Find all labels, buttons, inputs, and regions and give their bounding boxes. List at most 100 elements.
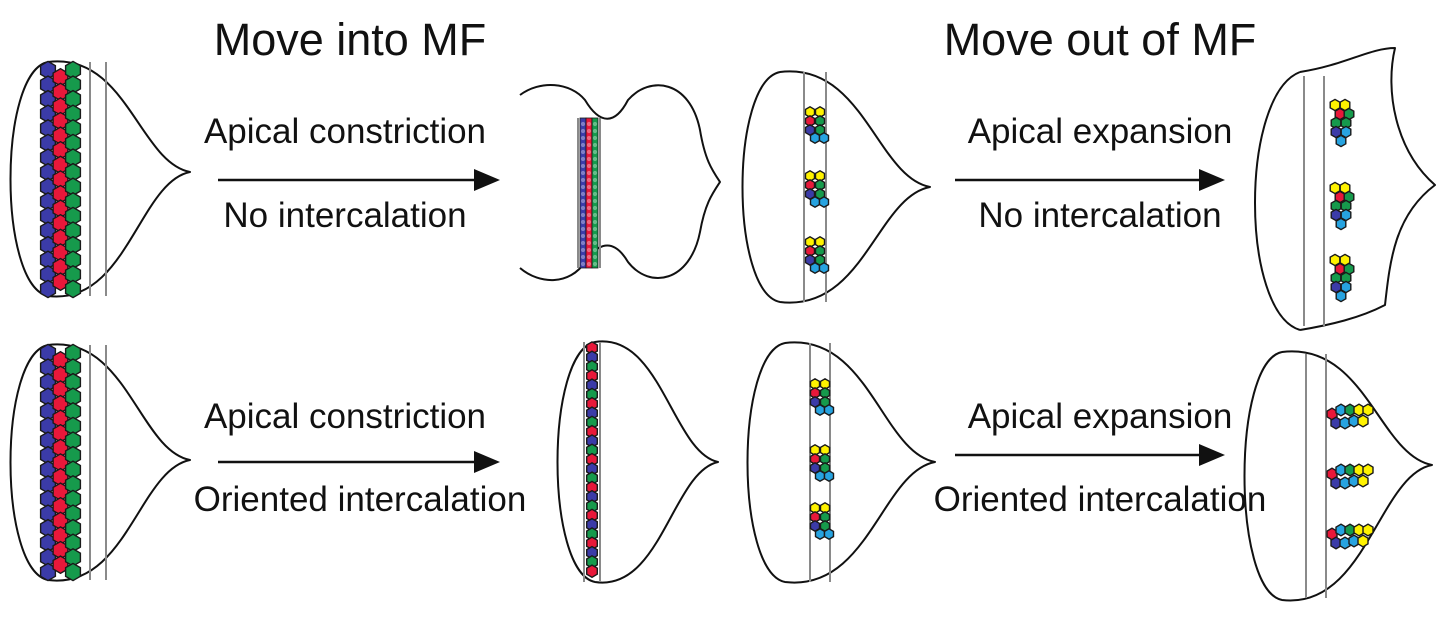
cell-nucleus <box>592 254 598 260</box>
cell-nucleus <box>580 198 586 204</box>
cluster-cell <box>818 261 830 275</box>
cell-nucleus <box>580 191 586 197</box>
cell-nucleus <box>592 163 598 169</box>
cluster-cell <box>1357 474 1369 488</box>
disc-outline <box>9 343 191 582</box>
cell-nucleus <box>580 219 586 225</box>
cluster-cell <box>1362 403 1374 417</box>
cell-column <box>591 117 599 269</box>
cell-hexagon <box>64 562 82 582</box>
cell-nucleus <box>586 163 592 169</box>
panel-into-mf-before-oriented-intercalation <box>9 343 191 582</box>
arrows <box>218 169 1225 473</box>
cell-nucleus <box>580 149 586 155</box>
cell-nucleus <box>592 142 598 148</box>
cell-nucleus <box>586 156 592 162</box>
cell-nucleus <box>592 226 598 232</box>
cell-nucleus <box>586 219 592 225</box>
label-apical-constriction-row1: Apical constriction <box>203 112 487 151</box>
panel-into-mf-before-no-intercalation <box>9 60 191 299</box>
cell-nucleus <box>586 128 592 134</box>
cell-nucleus <box>586 226 592 232</box>
cluster-cell <box>814 527 826 541</box>
cell-nucleus <box>592 135 598 141</box>
cell-nucleus <box>592 233 598 239</box>
disc-outline <box>1243 350 1433 602</box>
cell-nucleus <box>592 177 598 183</box>
arrow-head <box>1199 444 1225 466</box>
panel-into-mf-after-no-intercalation <box>519 83 721 281</box>
cell-nucleus <box>586 121 592 127</box>
cluster-cell <box>1362 523 1374 537</box>
label-apical-expansion-row1: Apical expansion <box>967 112 1233 151</box>
cell-nucleus <box>580 170 586 176</box>
disc-outline <box>519 83 721 281</box>
cluster-cell <box>1335 289 1347 303</box>
label-oriented-intercalation-out-row2: Oriented intercalation <box>933 480 1267 519</box>
cell-nucleus <box>580 254 586 260</box>
cell-nucleus <box>592 149 598 155</box>
label-no-intercalation-into-row1: No intercalation <box>223 196 467 235</box>
cell-nucleus <box>580 135 586 141</box>
cell-nucleus <box>580 240 586 246</box>
panel-into-mf-after-oriented-intercalation <box>556 340 719 584</box>
arrow-head <box>1199 169 1225 191</box>
cell-nucleus <box>580 128 586 134</box>
arrow-head <box>474 169 500 191</box>
label-oriented-intercalation-into-row2: Oriented intercalation <box>193 480 527 519</box>
disc-outline <box>741 70 931 304</box>
cell-nucleus <box>580 163 586 169</box>
cell-nucleus <box>586 135 592 141</box>
cell-nucleus <box>580 205 586 211</box>
cell-nucleus <box>592 121 598 127</box>
cell-nucleus <box>586 149 592 155</box>
cell-nucleus <box>586 142 592 148</box>
heading-move-into-mf: Move into MF <box>213 14 487 65</box>
cell-nucleus <box>580 121 586 127</box>
cell-nucleus <box>592 205 598 211</box>
cluster-cell <box>1357 414 1369 428</box>
cell-nucleus <box>586 184 592 190</box>
cell-nucleus <box>580 212 586 218</box>
cell-nucleus <box>586 233 592 239</box>
cell-nucleus <box>586 198 592 204</box>
panel-out-of-mf-before-oriented-intercalation <box>746 341 936 584</box>
arrow-head <box>474 451 500 473</box>
disc-outline <box>9 60 191 298</box>
cell-nucleus <box>592 247 598 253</box>
cell-nucleus <box>580 177 586 183</box>
disc-outline <box>556 340 719 584</box>
cluster-cell <box>1335 217 1347 231</box>
cell-nucleus <box>586 205 592 211</box>
cell-nucleus <box>580 156 586 162</box>
cluster-cell <box>1335 134 1347 148</box>
cell-nucleus <box>580 261 586 267</box>
cell-hexagon <box>586 564 598 579</box>
cell-nucleus <box>580 226 586 232</box>
disc-outline <box>746 341 936 584</box>
cell-nucleus <box>586 240 592 246</box>
cell-hexagon <box>64 279 82 299</box>
panel-out-of-mf-after-oriented-intercalation <box>1243 350 1433 602</box>
cell-nucleus <box>586 212 592 218</box>
cluster-cell <box>814 403 826 417</box>
cluster-cell <box>1357 534 1369 548</box>
cell-nucleus <box>592 156 598 162</box>
cell-nucleus <box>592 191 598 197</box>
disc-outline <box>1254 47 1436 331</box>
cluster-cell <box>809 261 821 275</box>
panel-out-of-mf-before-no-intercalation <box>741 70 931 304</box>
cell-nucleus <box>592 219 598 225</box>
cell-nucleus <box>592 184 598 190</box>
cluster-cell <box>809 195 821 209</box>
label-no-intercalation-out-row1: No intercalation <box>978 196 1222 235</box>
cluster-cell <box>809 131 821 145</box>
cluster-cell <box>818 195 830 209</box>
cell-nucleus <box>592 198 598 204</box>
cell-nucleus <box>592 128 598 134</box>
cell-nucleus <box>586 254 592 260</box>
label-apical-expansion-row2: Apical expansion <box>967 397 1233 436</box>
cluster-cell <box>823 469 835 483</box>
cell-nucleus <box>592 261 598 267</box>
